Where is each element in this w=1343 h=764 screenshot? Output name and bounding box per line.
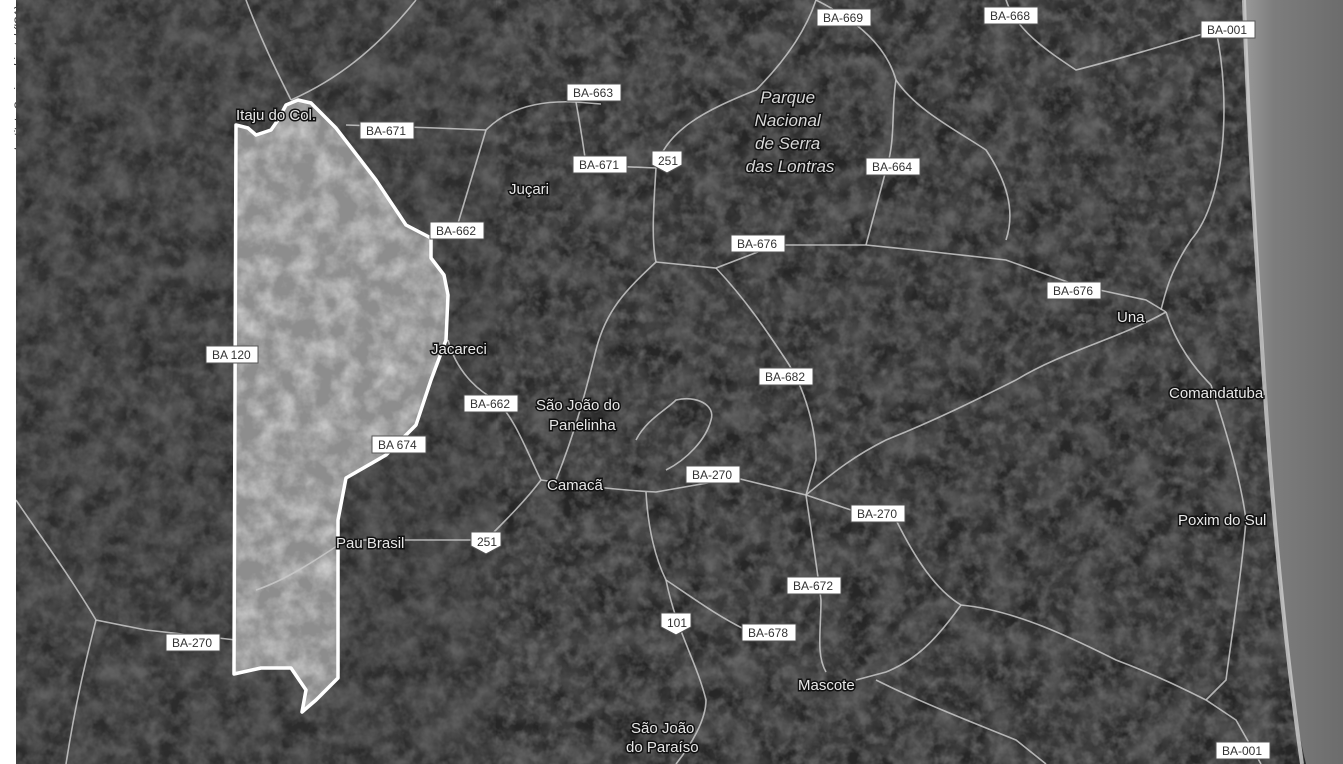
place-jacareci: Jacareci	[431, 341, 487, 358]
satellite-map[interactable]: Parque Nacional de Serra das Lontras Ita…	[16, 0, 1343, 764]
svg-text:BA 674: BA 674	[378, 438, 417, 452]
place-sao-joao-panelinha-2: Panelinha	[549, 417, 616, 434]
svg-text:BA-664: BA-664	[872, 160, 912, 174]
svg-text:BA-676: BA-676	[1053, 284, 1093, 298]
road-shield-ba676-west[interactable]: BA-676	[730, 234, 786, 253]
place-sao-joao-paraiso-1: São João	[631, 720, 694, 737]
territory-boundary[interactable]	[232, 98, 450, 714]
svg-text:BA-270: BA-270	[172, 636, 212, 650]
svg-text:BA 120: BA 120	[212, 348, 251, 362]
road-shield-br251-north[interactable]: 251	[651, 150, 683, 174]
svg-text:251: 251	[658, 154, 678, 168]
park-label: Parque Nacional de Serra das Lontras	[746, 88, 835, 176]
road-shield-br101[interactable]: 101	[660, 612, 692, 636]
road-shield-br251-south[interactable]: 251	[470, 531, 502, 555]
ocean	[1244, 0, 1343, 764]
svg-text:BA-668: BA-668	[990, 9, 1030, 23]
svg-text:BA-676: BA-676	[737, 237, 777, 251]
svg-text:BA-001: BA-001	[1207, 23, 1247, 37]
svg-text:101: 101	[667, 616, 687, 630]
coastline	[1242, 0, 1304, 764]
place-jucari: Juçari	[509, 181, 549, 198]
road-shield-ba671-west[interactable]: BA-671	[359, 121, 415, 140]
road-shield-ba662-north[interactable]: BA-662	[429, 221, 485, 240]
svg-text:BA-663: BA-663	[573, 86, 613, 100]
road-shield-ba001-south[interactable]: BA-001	[1215, 741, 1271, 760]
road-shield-ba678[interactable]: BA-678	[741, 623, 797, 642]
road-shield-ba663[interactable]: BA-663	[566, 83, 622, 102]
svg-text:BA-662: BA-662	[436, 224, 476, 238]
place-comandatuba: Comandatuba	[1169, 385, 1264, 402]
road-shield-ba676-east[interactable]: BA-676	[1046, 281, 1102, 300]
park-label-line-3: de Serra	[755, 134, 820, 153]
road-shield-ba682[interactable]: BA-682	[758, 367, 814, 386]
park-label-line-2: Nacional	[755, 111, 822, 130]
road-shield-ba270-west[interactable]: BA-270	[165, 633, 221, 652]
road-shield-ba662-south[interactable]: BA-662	[463, 394, 519, 413]
road-shield-ba270-east[interactable]: BA-270	[850, 504, 906, 523]
park-label-line-4: das Lontras	[746, 157, 835, 176]
svg-text:BA-671: BA-671	[579, 158, 619, 172]
place-itaju: Itaju do Col.	[236, 107, 316, 124]
road-shield-ba668[interactable]: BA-668	[983, 6, 1039, 25]
road-shield-ba672[interactable]: BA-672	[786, 576, 842, 595]
road-shield-ba669[interactable]: BA-669	[816, 8, 872, 27]
place-poxim-do-sul: Poxim do Sul	[1178, 512, 1266, 529]
svg-text:BA-678: BA-678	[748, 626, 788, 640]
road-shield-ba671-east[interactable]: BA-671	[572, 155, 628, 174]
place-mascote: Mascote	[798, 677, 855, 694]
svg-text:BA-669: BA-669	[823, 11, 863, 25]
park-label-line-1: Parque	[760, 88, 815, 107]
road-shield-ba001-north[interactable]: BA-001	[1200, 20, 1256, 39]
place-pau-brasil: Pau Brasil	[336, 535, 404, 552]
road-shield-ba664[interactable]: BA-664	[865, 157, 921, 176]
photo-credit: Instituto Socioambiental (ISA)	[0, 0, 25, 764]
svg-text:BA-671: BA-671	[366, 124, 406, 138]
svg-text:BA-270: BA-270	[857, 507, 897, 521]
road-shield-ba270-center[interactable]: BA-270	[685, 465, 741, 484]
map-canvas: Parque Nacional de Serra das Lontras Ita…	[16, 0, 1343, 764]
svg-text:BA-672: BA-672	[793, 579, 833, 593]
road-shield-ba674[interactable]: BA 674	[371, 435, 427, 454]
road-shield-ba120[interactable]: BA 120	[205, 345, 259, 364]
place-camaca: Camacã	[547, 477, 604, 494]
place-una: Una	[1117, 309, 1145, 326]
svg-text:BA-682: BA-682	[765, 370, 805, 384]
svg-text:BA-270: BA-270	[692, 468, 732, 482]
svg-text:BA-001: BA-001	[1222, 744, 1262, 758]
svg-text:BA-662: BA-662	[470, 397, 510, 411]
place-sao-joao-paraiso-2: do Paraíso	[626, 739, 699, 756]
place-sao-joao-panelinha-1: São João do	[536, 397, 620, 414]
svg-text:251: 251	[477, 535, 497, 549]
